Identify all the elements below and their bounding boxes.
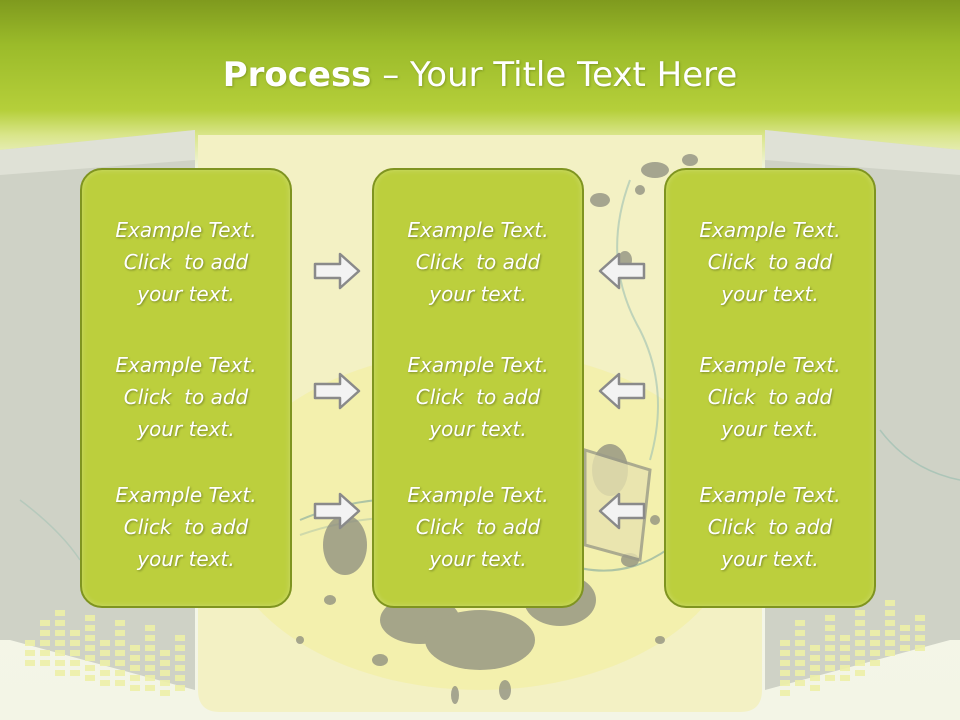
text-line: Example Text. bbox=[407, 353, 549, 377]
text-line: your text. bbox=[721, 282, 819, 306]
text-line: Example Text. bbox=[115, 483, 257, 507]
text-item[interactable]: Example Text. Click to add your text. bbox=[666, 214, 874, 310]
right-arrow-icon bbox=[313, 252, 361, 290]
text-line: your text. bbox=[721, 417, 819, 441]
right-arrow-icon bbox=[313, 372, 361, 410]
title-bold-part: Process bbox=[222, 55, 372, 95]
text-item[interactable]: Example Text. Click to add your text. bbox=[82, 214, 290, 310]
text-item[interactable]: Example Text. Click to add your text. bbox=[666, 479, 874, 575]
text-line: Example Text. bbox=[699, 218, 841, 242]
text-line: Example Text. bbox=[699, 483, 841, 507]
text-line: Example Text. bbox=[407, 483, 549, 507]
right-arrow-icon bbox=[313, 492, 361, 530]
text-line: Example Text. bbox=[115, 218, 257, 242]
text-line: your text. bbox=[429, 417, 527, 441]
text-item[interactable]: Example Text. Click to add your text. bbox=[374, 479, 582, 575]
text-line: Click to add bbox=[123, 250, 249, 274]
left-arrow-icon bbox=[598, 492, 646, 530]
left-arrow-icon bbox=[598, 372, 646, 410]
process-box-right[interactable]: Example Text. Click to add your text. Ex… bbox=[664, 168, 876, 608]
text-line: Click to add bbox=[123, 515, 249, 539]
text-line: Click to add bbox=[707, 385, 833, 409]
slide-title[interactable]: Process – Your Title Text Here bbox=[0, 52, 960, 98]
process-box-center[interactable]: Example Text. Click to add your text. Ex… bbox=[372, 168, 584, 608]
text-item[interactable]: Example Text. Click to add your text. bbox=[374, 349, 582, 445]
text-item[interactable]: Example Text. Click to add your text. bbox=[666, 349, 874, 445]
text-line: your text. bbox=[137, 282, 235, 306]
text-line: Example Text. bbox=[699, 353, 841, 377]
text-item[interactable]: Example Text. Click to add your text. bbox=[82, 349, 290, 445]
text-item[interactable]: Example Text. Click to add your text. bbox=[82, 479, 290, 575]
text-line: your text. bbox=[721, 547, 819, 571]
text-item[interactable]: Example Text. Click to add your text. bbox=[374, 214, 582, 310]
text-line: Example Text. bbox=[115, 353, 257, 377]
left-arrow-icon bbox=[598, 252, 646, 290]
text-line: Click to add bbox=[123, 385, 249, 409]
title-rest: – Your Title Text Here bbox=[371, 55, 738, 95]
text-line: Click to add bbox=[415, 250, 541, 274]
text-line: Click to add bbox=[415, 385, 541, 409]
text-line: your text. bbox=[429, 282, 527, 306]
text-line: Click to add bbox=[415, 515, 541, 539]
text-line: Click to add bbox=[707, 250, 833, 274]
equalizer-bars-right bbox=[780, 600, 925, 696]
process-box-left[interactable]: Example Text. Click to add your text. Ex… bbox=[80, 168, 292, 608]
text-line: your text. bbox=[137, 547, 235, 571]
equalizer-bars-left bbox=[25, 610, 185, 696]
text-line: Click to add bbox=[707, 515, 833, 539]
text-line: your text. bbox=[137, 417, 235, 441]
text-line: your text. bbox=[429, 547, 527, 571]
text-line: Example Text. bbox=[407, 218, 549, 242]
